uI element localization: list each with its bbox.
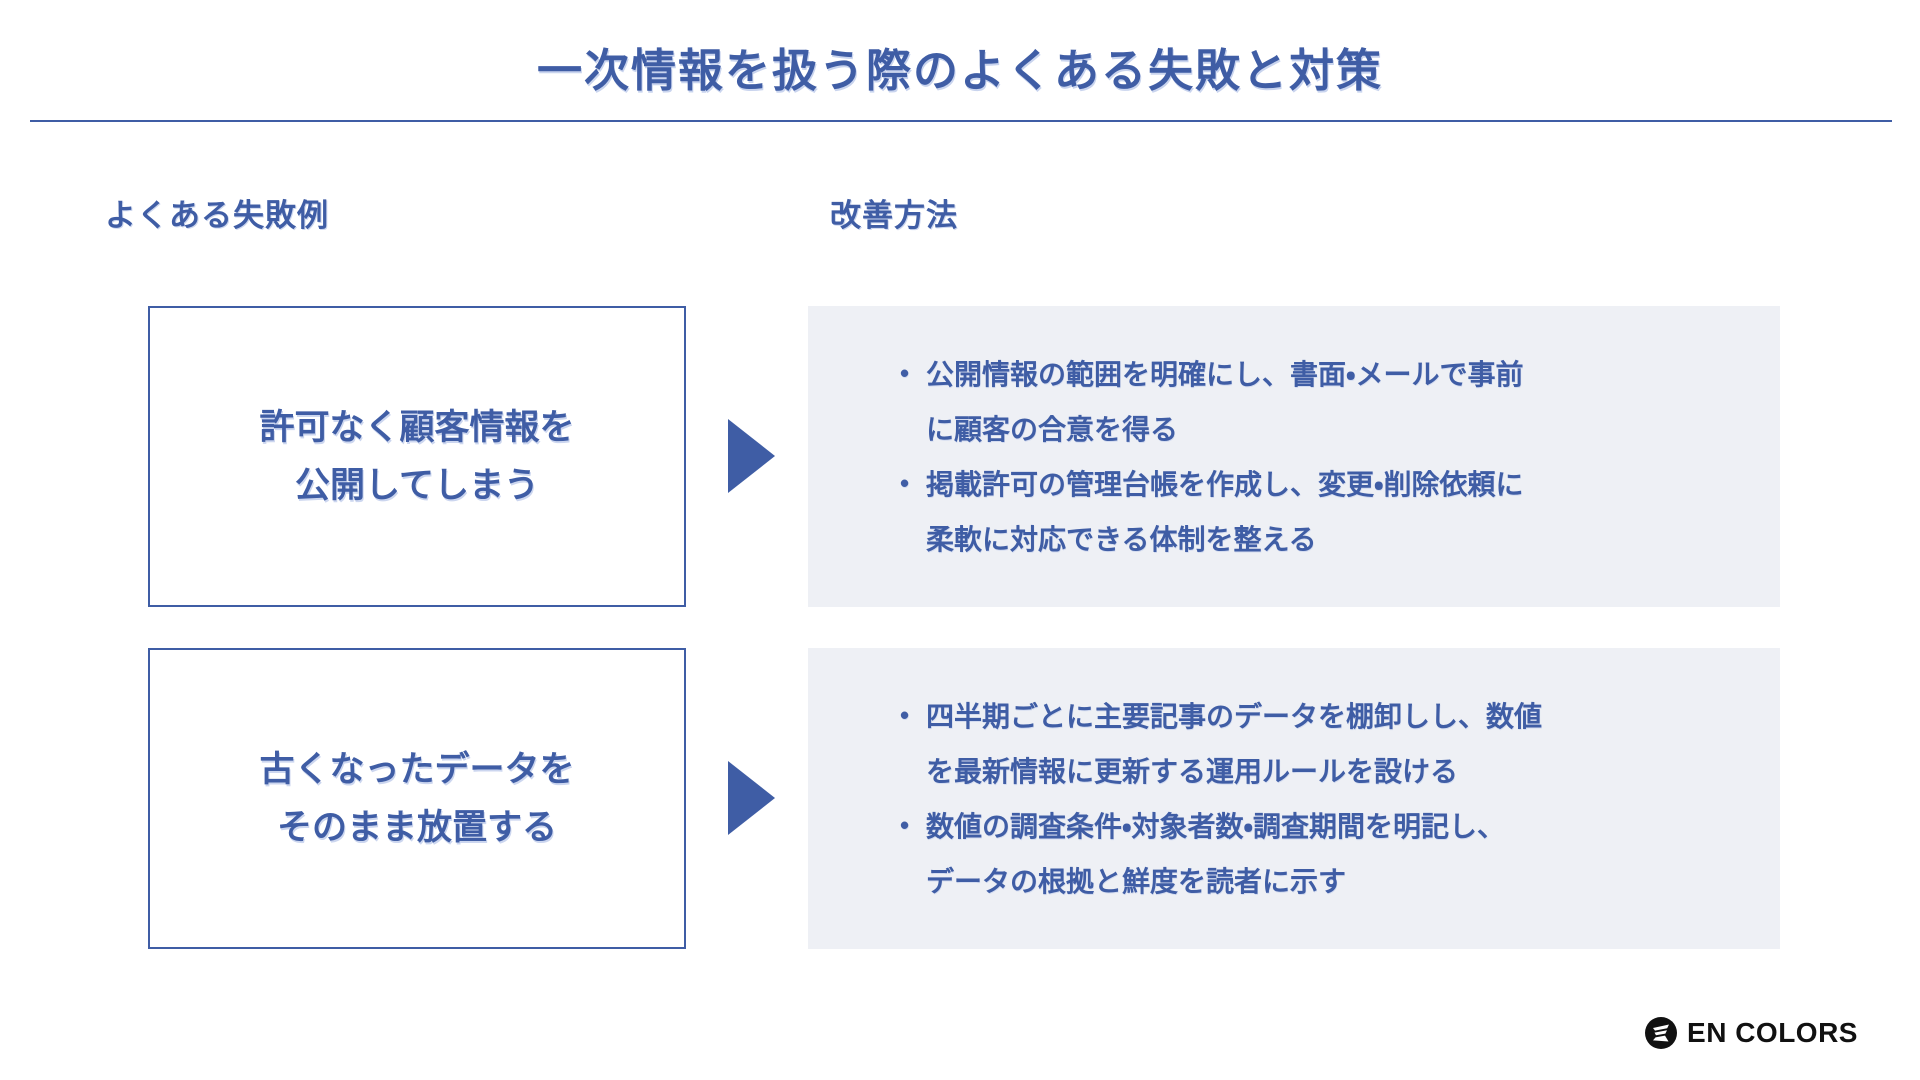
brand-logo-text: EN COLORS [1687,1017,1858,1048]
improvement-item: 四半期ごとに主要記事のデータを棚卸しし、数値 を最新情報に更新する運用ルールを設… [898,690,1750,800]
improvement-item: 掲載許可の管理台帳を作成し、変更・削除依頼に 柔軟に対応できる体制を整える [898,458,1750,568]
failure-box-1: 許可なく顧客情報を 公開してしまう [148,306,686,607]
arrow-right-icon [728,761,775,835]
improvement-panel-2: 四半期ごとに主要記事のデータを棚卸しし、数値 を最新情報に更新する運用ルールを設… [808,648,1780,949]
improvement-list: 公開情報の範囲を明確にし、書面・メールで事前 に顧客の合意を得る 掲載許可の管理… [808,306,1780,568]
improvement-panel-1: 公開情報の範囲を明確にし、書面・メールで事前 に顧客の合意を得る 掲載許可の管理… [808,306,1780,607]
failure-box-2: 古くなったデータを そのまま放置する [148,648,686,949]
brand-logo: EN COLORS [1644,1016,1858,1050]
improvement-list: 四半期ごとに主要記事のデータを棚卸しし、数値 を最新情報に更新する運用ルールを設… [808,648,1780,910]
arrow-right-icon [728,419,775,493]
page-title: 一次情報を扱う際のよくある失敗と対策 [536,45,1383,96]
encolors-mark-icon [1645,1017,1678,1049]
improvement-item: 公開情報の範囲を明確にし、書面・メールで事前 に顧客の合意を得る [898,348,1750,458]
title-divider [30,120,1892,122]
improvement-item: 数値の調査条件・対象者数・調査期間を明記し、 データの根拠と鮮度を読者に示す [898,800,1750,910]
column-header-improvements: 改善方法 [830,198,958,233]
column-header-failures: よくある失敗例 [105,198,329,233]
